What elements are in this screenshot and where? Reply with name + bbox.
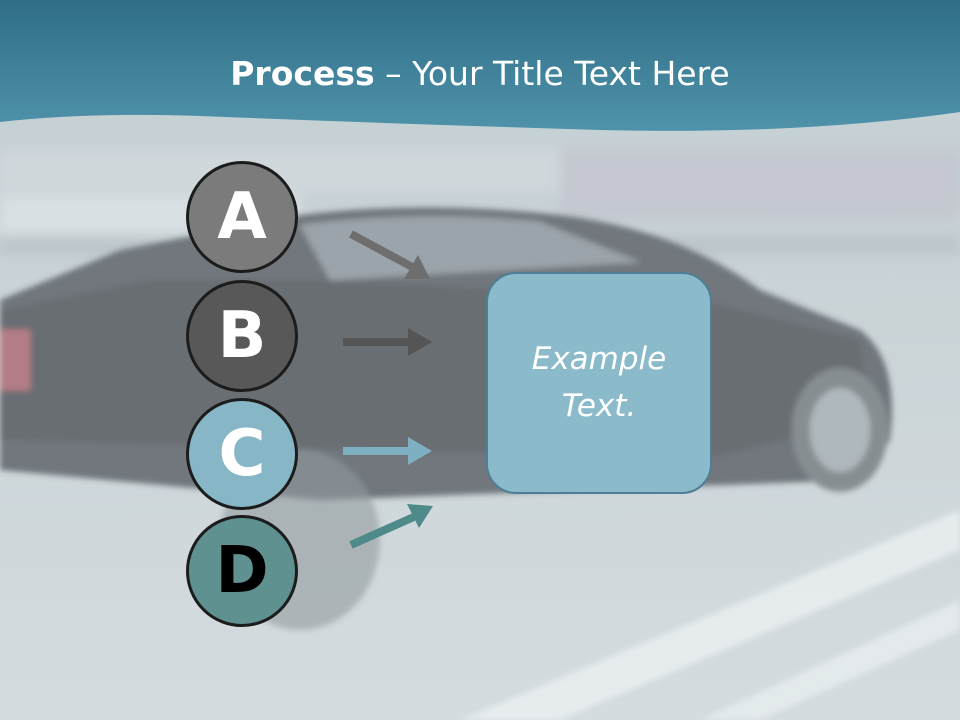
step-letter-c: C <box>218 417 266 491</box>
header-band <box>0 0 960 131</box>
box-text-line-1: Example <box>531 341 667 377</box>
step-letter-b: B <box>217 299 267 373</box>
example-text-box: Example Text. <box>486 272 712 494</box>
title-bold: Process <box>230 54 375 93</box>
box-text-line-2: Text. <box>561 388 637 424</box>
step-circle-c: C <box>186 398 298 510</box>
step-circle-b: B <box>186 280 298 392</box>
step-letter-d: D <box>215 534 269 608</box>
title-rest: – Your Title Text Here <box>374 54 730 93</box>
step-circle-a: A <box>186 161 298 273</box>
step-circle-d: D <box>186 515 298 627</box>
step-letter-a: A <box>217 180 267 254</box>
slide-title: Process – Your Title Text Here <box>0 52 960 96</box>
